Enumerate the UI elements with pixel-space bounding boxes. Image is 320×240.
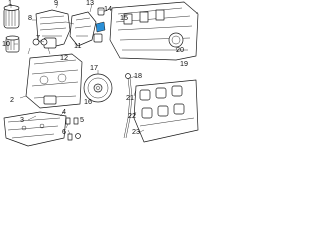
oil-pan-part xyxy=(3,111,67,147)
leader-lines xyxy=(10,3,199,135)
callout-6: 6 xyxy=(62,127,66,136)
callout-16: 16 xyxy=(84,97,92,106)
filter-cap-part xyxy=(5,35,20,53)
bolt-parts xyxy=(65,117,81,141)
callout-13: 13 xyxy=(86,0,94,7)
cylinder-block-part xyxy=(25,53,83,109)
diagram-canvas xyxy=(3,1,199,147)
callout-8: 8 xyxy=(28,13,32,22)
callout-17: 17 xyxy=(90,63,98,72)
oil-cooler-housing-part xyxy=(32,9,71,49)
callout-20: 20 xyxy=(176,45,184,54)
callout-23: 23 xyxy=(132,127,140,136)
callout-4: 4 xyxy=(62,107,66,116)
intake-manifold-part xyxy=(109,1,199,61)
engine-parts-diagram: 1 2 3 4 5 6 7 8 9 10 11 12 13 14 15 16 1… xyxy=(0,0,200,147)
callout-11: 11 xyxy=(74,41,82,50)
callout-19: 19 xyxy=(180,59,188,68)
callout-15: 15 xyxy=(120,13,128,22)
callout-22: 22 xyxy=(128,111,136,120)
callout-14: 14 xyxy=(104,4,112,13)
exhaust-manifold-part xyxy=(133,79,199,143)
sensor-part xyxy=(97,7,105,16)
callout-3: 3 xyxy=(20,115,24,124)
callout-18: 18 xyxy=(134,71,142,80)
callout-7: 7 xyxy=(36,33,40,42)
callout-10: 10 xyxy=(2,39,10,48)
crank-pulley-part xyxy=(83,73,113,103)
callout-2: 2 xyxy=(10,95,14,104)
callout-1: 1 xyxy=(8,0,12,7)
thermostat-housing-part xyxy=(69,11,106,47)
callout-12: 12 xyxy=(60,53,68,62)
oil-filter-part xyxy=(3,5,20,29)
callout-5: 5 xyxy=(80,115,84,124)
callout-21: 21 xyxy=(126,93,134,102)
callout-9: 9 xyxy=(54,0,58,7)
dipstick-tube-part xyxy=(123,73,133,139)
